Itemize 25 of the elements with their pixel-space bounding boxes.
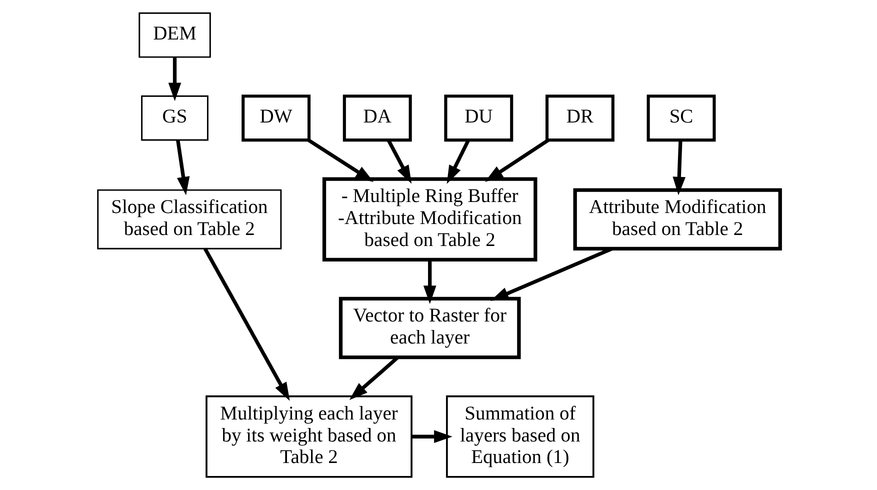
arrow [411, 430, 452, 444]
arrow [672, 140, 686, 196]
arrow [307, 138, 374, 182]
node-box: DW [241, 94, 310, 142]
node-box: Slope Classification based on Table 2 [96, 189, 282, 250]
arrow [386, 139, 412, 184]
arrow [348, 356, 398, 400]
node-box: Summation of layers based on Equation (1) [446, 395, 594, 478]
node-box: - Multiple Ring Buffer -Attribute Modification based on Table 2 [322, 177, 537, 262]
node-box: GS [140, 95, 208, 141]
arrow [484, 138, 549, 182]
node-box: Multiplying each layer by its weight based on Table 2 [205, 395, 412, 478]
node-box: DEM [138, 12, 210, 58]
node-box: SC [646, 94, 716, 142]
node-box: Vector to Raster for each layer [338, 296, 520, 360]
arrow [176, 140, 190, 196]
arrow [168, 57, 181, 102]
arrow [202, 248, 290, 401]
arrow [490, 247, 612, 301]
node-box: DU [444, 94, 513, 142]
arrow [422, 260, 436, 304]
node-box: DR [544, 94, 614, 142]
arrow [446, 139, 470, 184]
node-box: DA [342, 94, 412, 142]
node-box: Attribute Modification based on Table 2 [572, 188, 782, 250]
